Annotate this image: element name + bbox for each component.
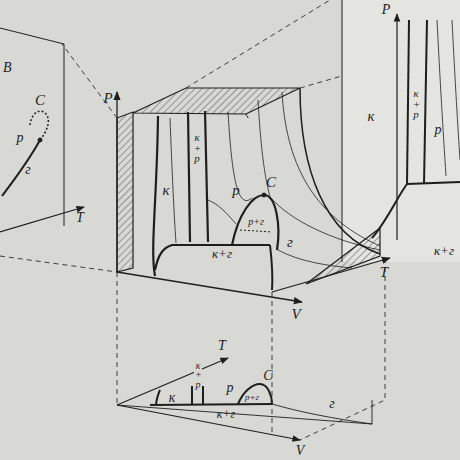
region-label: р+г	[244, 393, 260, 402]
tv-projection	[117, 358, 372, 440]
region-label: C	[262, 369, 273, 383]
region-label: V	[295, 444, 306, 458]
region-label: C	[34, 93, 46, 108]
pv-projection	[342, 0, 460, 262]
region-label: к+р	[194, 361, 202, 390]
region-label: к	[168, 391, 177, 405]
region-label: к+г	[211, 247, 233, 260]
region-label: T	[379, 265, 389, 280]
region-label: P	[102, 91, 113, 106]
region-label: р	[16, 131, 25, 145]
region-label: к+р	[412, 88, 421, 119]
region-label: T	[75, 211, 85, 225]
region-label: к	[161, 183, 170, 198]
region-label: к+г	[433, 244, 455, 257]
region-label: р	[434, 123, 443, 137]
region-label: г	[328, 397, 335, 411]
region-label: г	[24, 163, 31, 177]
region-label: T	[217, 339, 227, 353]
region-label: V	[290, 307, 301, 322]
region-label: C	[265, 175, 277, 190]
region-label: р	[231, 183, 241, 198]
region-label: р+г	[247, 217, 265, 227]
region-label: P	[381, 3, 392, 17]
region-label: к+г	[216, 408, 236, 420]
region-label: к+р	[193, 132, 202, 163]
region-label: р	[226, 381, 235, 395]
region-label: г	[286, 235, 294, 250]
main-surface	[117, 88, 390, 302]
projection-lines	[0, 0, 460, 440]
region-label: к	[366, 109, 375, 124]
region-label: B	[2, 61, 13, 75]
pt-projection	[0, 28, 84, 232]
